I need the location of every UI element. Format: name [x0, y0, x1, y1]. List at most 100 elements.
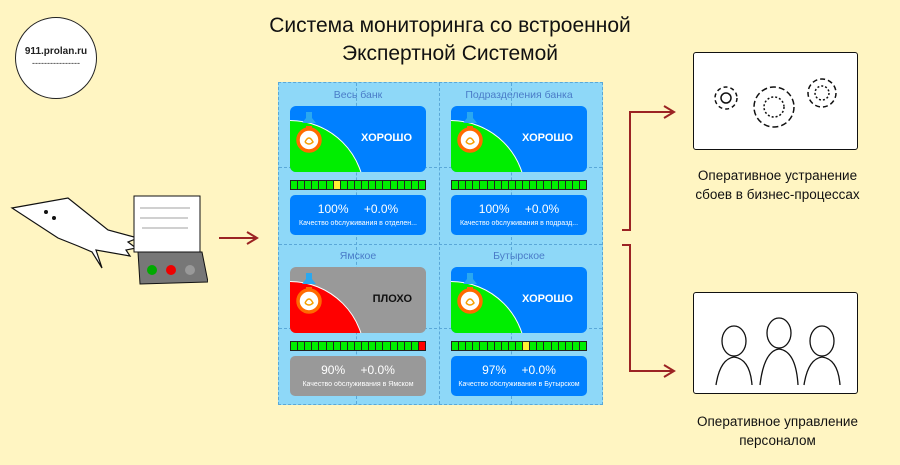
bar-segment: [572, 342, 579, 350]
bar-segment: [473, 342, 480, 350]
bar-segment: [494, 342, 501, 350]
bar-segment: [347, 181, 354, 189]
bar-segment: [579, 181, 587, 189]
quality-delta: +0.0%: [363, 202, 399, 216]
status-label: ХОРОШО: [522, 293, 573, 305]
quality-delta: +0.0%: [524, 202, 560, 216]
logo-underline: ----------------: [32, 58, 80, 68]
bar-segment: [515, 181, 523, 189]
caption-line: сбоев в бизнес-процессах: [695, 187, 860, 202]
bar-segment: [340, 181, 347, 189]
bar-segment: [459, 342, 466, 350]
bar-segment: [312, 342, 319, 350]
quality-description: Качество обслуживания в Бутырском: [458, 381, 580, 388]
branch-arrows: [622, 105, 676, 378]
bar-segment: [579, 342, 587, 350]
quality-percent: 100%: [478, 202, 510, 216]
bar-segment: [537, 181, 544, 189]
quality-scale-bar: [451, 180, 587, 190]
tile-name: Подразделения банка: [465, 89, 573, 101]
bar-segment: [362, 181, 369, 189]
title-line-2: Экспертной Системой: [341, 42, 559, 65]
bar-segment: [319, 181, 326, 189]
bar-segment: [411, 342, 418, 350]
bar-segment: [459, 181, 466, 189]
bar-segment: [530, 342, 537, 350]
status-tile[interactable]: Ямское ПЛОХО 90% +0.0% Качество обслужив…: [290, 249, 426, 396]
bar-segment: [473, 181, 480, 189]
bar-segment: [418, 181, 426, 189]
bar-segment: [558, 342, 565, 350]
bar-segment: [347, 342, 354, 350]
bar-segment: [508, 181, 515, 189]
quality-scale-bar: [290, 341, 426, 351]
tile-name: Весь банк: [333, 89, 383, 101]
bar-segment: [404, 181, 411, 189]
caption-line: Оперативное устранение: [697, 168, 858, 183]
bar-segment: [418, 342, 426, 350]
bar-segment: [411, 181, 418, 189]
quality-info[interactable]: 90% +0.0% Качество обслуживания в Ямском: [290, 356, 426, 396]
outcome-caption-staff: Оперативное управление персоналом: [665, 412, 890, 450]
bar-segment: [383, 181, 390, 189]
status-card[interactable]: ХОРОШО: [290, 106, 426, 172]
bar-segment: [551, 342, 558, 350]
bar-segment: [333, 342, 340, 350]
status-tile[interactable]: Подразделения банка ХОРОШО 100% +0.0% Ка…: [451, 88, 587, 235]
bar-segment: [452, 181, 459, 189]
status-label: ХОРОШО: [522, 132, 573, 144]
green-button-icon: [147, 265, 157, 275]
bar-segment: [515, 342, 523, 350]
bar-segment: [487, 342, 494, 350]
lightbulb-icon: [296, 112, 322, 153]
monitoring-dashboard: Весь банк ХОРОШО 100% +0.0% Качество обс…: [278, 82, 603, 405]
status-card[interactable]: ПЛОХО: [290, 267, 426, 333]
bar-segment: [501, 342, 508, 350]
bar-segment: [466, 342, 473, 350]
bar-segment: [312, 181, 319, 189]
bar-segment: [544, 181, 551, 189]
bar-segment: [404, 342, 411, 350]
bar-segment: [291, 181, 298, 189]
bar-segment: [565, 181, 572, 189]
caption-line: персоналом: [739, 433, 816, 448]
bar-segment: [298, 181, 305, 189]
quality-description: Качество обслуживания в Ямском: [302, 381, 414, 388]
logo-text: 911.prolan.ru: [24, 46, 88, 57]
bar-segment: [354, 181, 362, 189]
bar-segment: [523, 181, 530, 189]
logo[interactable]: 911.prolan.ru ----------------: [15, 17, 97, 99]
bar-segment: [326, 181, 333, 189]
lightbulb-icon: [457, 273, 483, 314]
tile-name: Ямское: [339, 250, 377, 262]
quality-scale-bar: [290, 180, 426, 190]
quality-info[interactable]: 97% +0.0% Качество обслуживания в Бутырс…: [451, 356, 587, 396]
bar-segment: [487, 181, 494, 189]
bar-segment: [558, 181, 565, 189]
staff-illustration: [693, 292, 858, 394]
bar-segment: [494, 181, 501, 189]
status-card[interactable]: ХОРОШО: [451, 267, 587, 333]
bar-segment: [530, 181, 537, 189]
status-tile[interactable]: Весь банк ХОРОШО 100% +0.0% Качество обс…: [290, 88, 426, 235]
bar-segment: [291, 342, 298, 350]
quality-info[interactable]: 100% +0.0% Качество обслуживания в отдел…: [290, 195, 426, 235]
tile-name: Бутырское: [493, 250, 545, 262]
outcome-caption-processes: Оперативное устранение сбоев в бизнес-пр…: [665, 166, 890, 204]
bar-segment: [354, 342, 362, 350]
bar-segment: [376, 181, 383, 189]
bar-segment: [369, 181, 376, 189]
status-card[interactable]: ХОРОШО: [451, 106, 587, 172]
lightbulb-icon: [296, 273, 322, 314]
bar-segment: [565, 342, 572, 350]
bar-segment: [397, 342, 404, 350]
bar-segment: [390, 181, 397, 189]
quality-delta: +0.0%: [360, 363, 395, 377]
bar-segment: [390, 342, 397, 350]
quality-info[interactable]: 100% +0.0% Качество обслуживания в подра…: [451, 195, 587, 235]
bar-segment: [508, 342, 515, 350]
status-label: ХОРОШО: [361, 132, 412, 144]
gray-button-icon: [185, 265, 195, 275]
status-tile[interactable]: Бутырское ХОРОШО 97% +0.0% Качество обсл…: [451, 249, 587, 396]
bar-segment: [362, 342, 369, 350]
